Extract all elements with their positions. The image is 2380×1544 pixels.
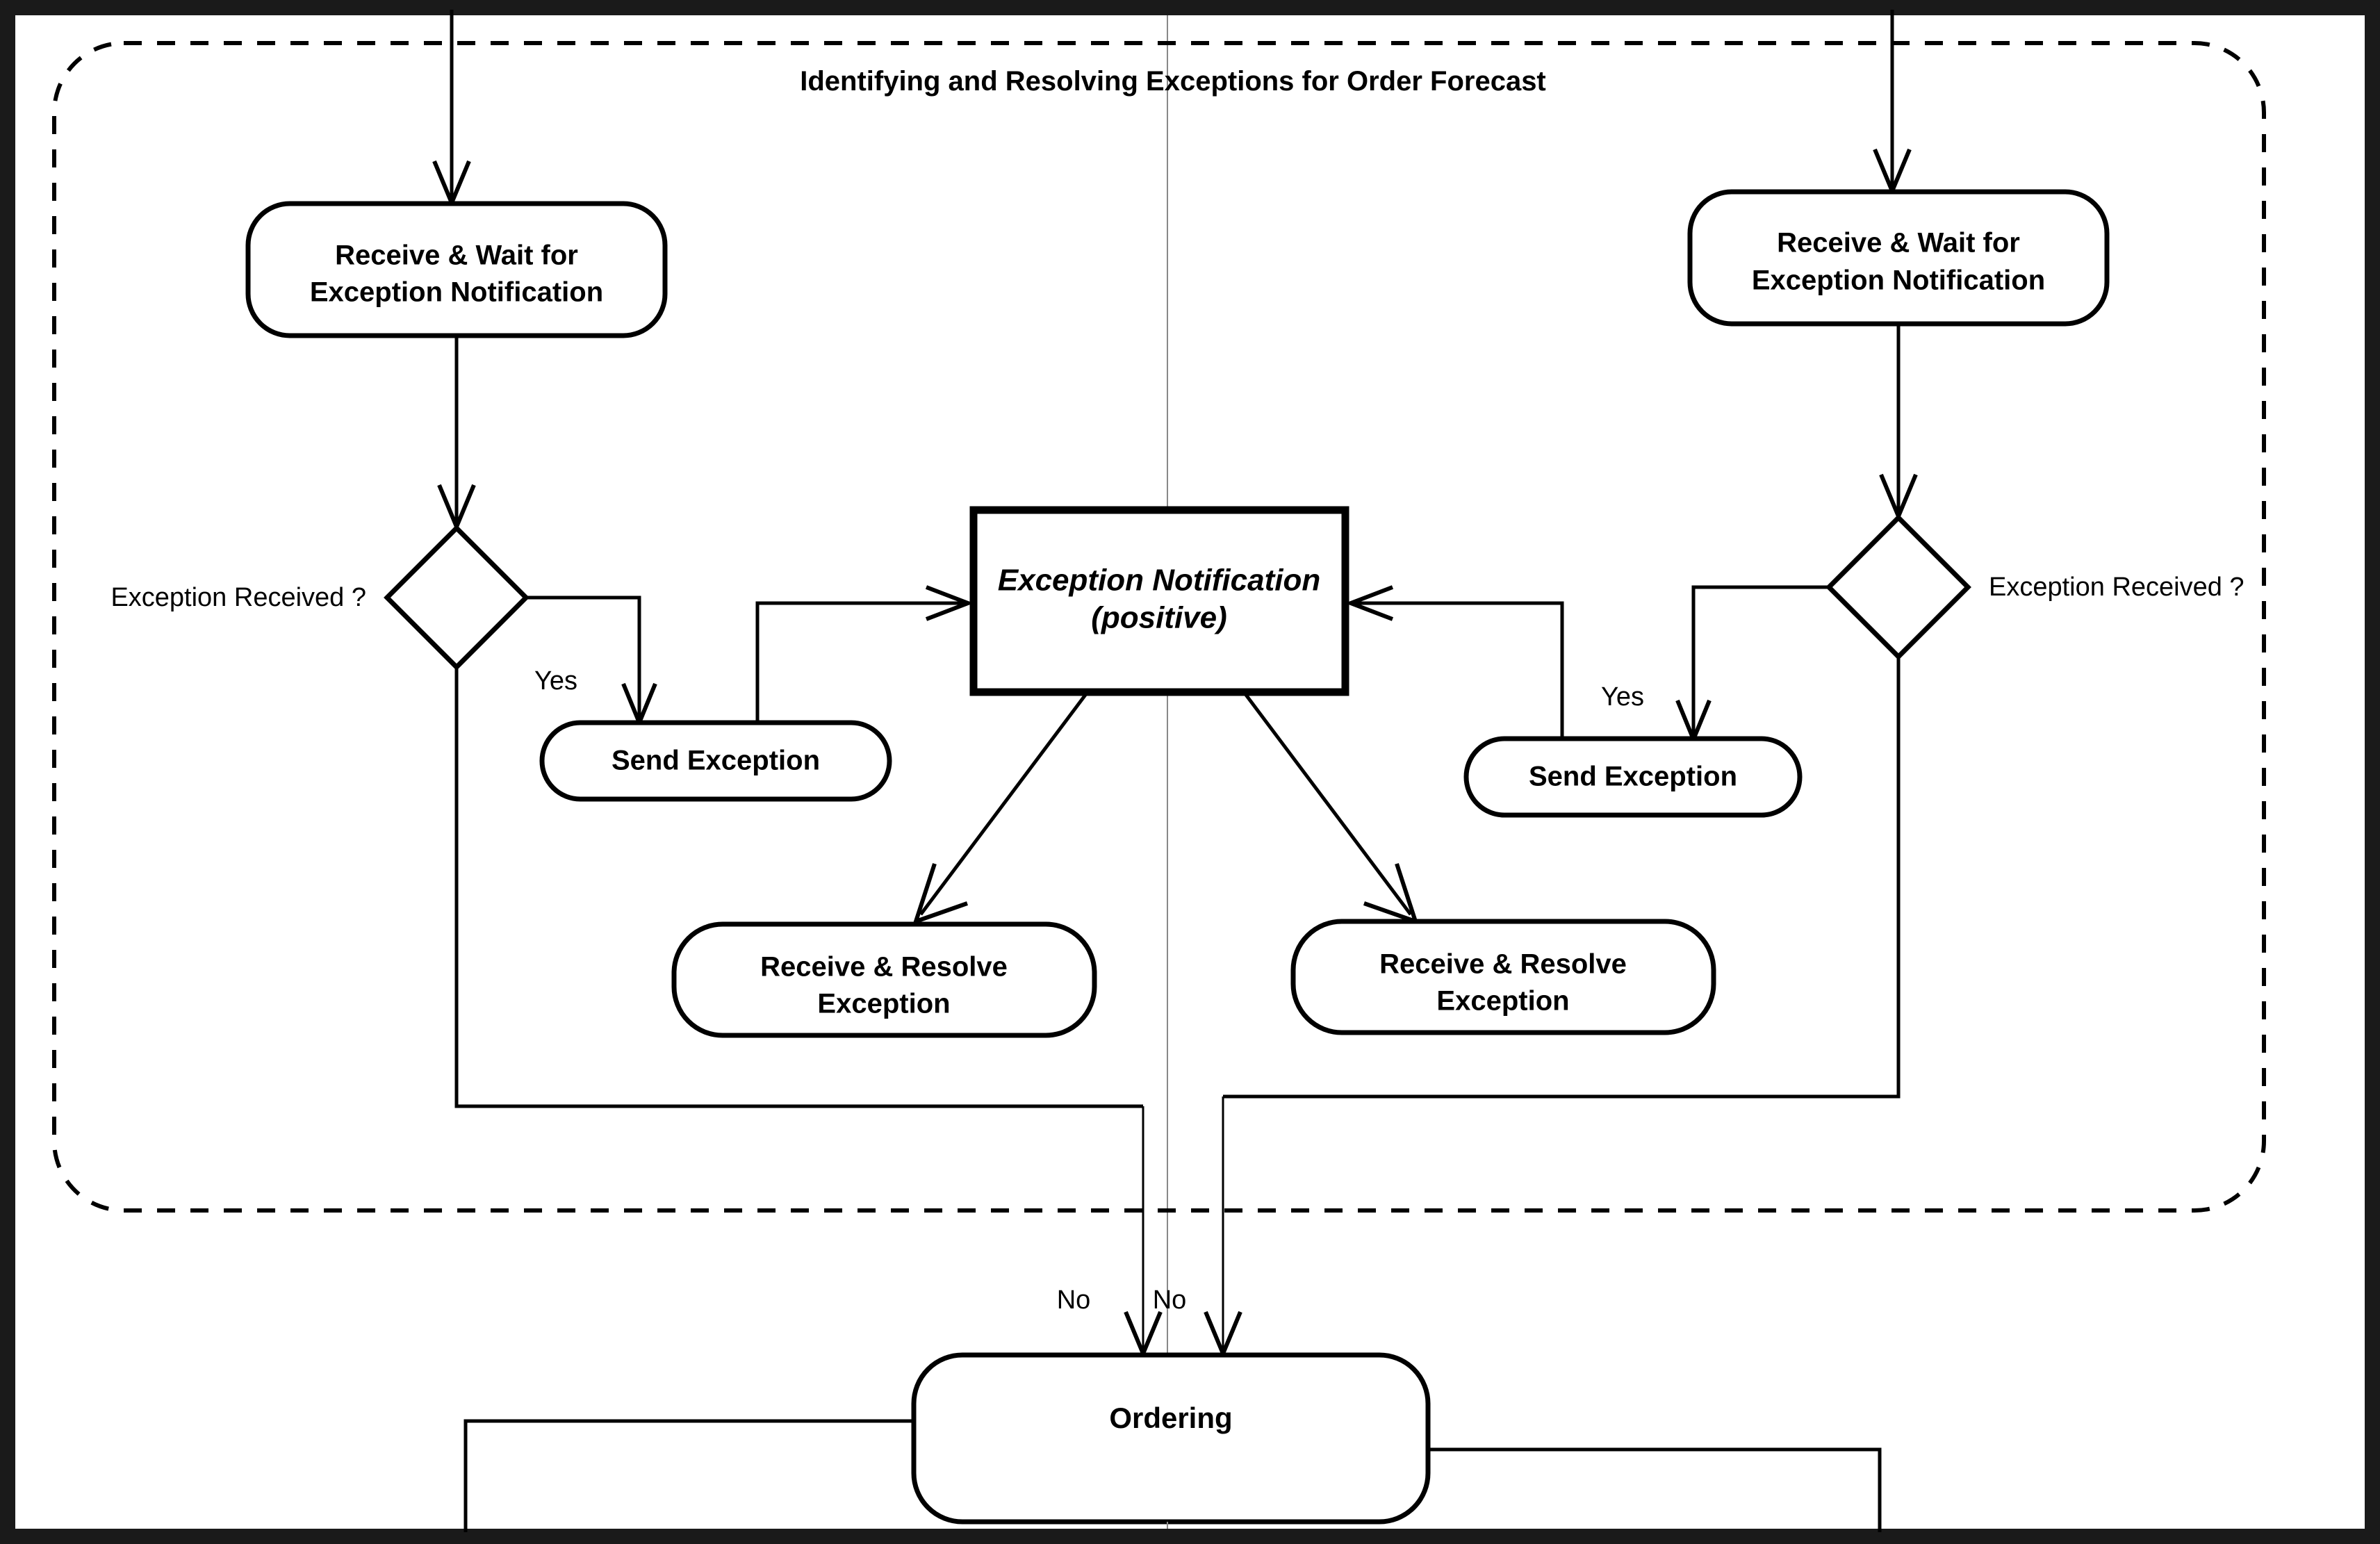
flow-right-yes xyxy=(1691,585,1829,734)
node-left-receive-resolve[interactable] xyxy=(671,921,1097,1038)
node-notification-object[interactable] xyxy=(969,506,1349,696)
flow-left-yes xyxy=(526,596,641,717)
flow-left-no-segment xyxy=(454,667,1143,1108)
node-left-decision[interactable] xyxy=(384,525,530,671)
frame-title: Identifying and Resolving Exceptions for… xyxy=(800,66,1546,97)
node-ordering-label: Ordering xyxy=(1109,1402,1232,1434)
flow-ordering-left-out xyxy=(463,1419,914,1532)
node-ordering[interactable] xyxy=(911,1352,1431,1525)
flow-notification-to-right-resolve xyxy=(1242,691,1412,916)
flow-left-send-to-notification xyxy=(755,601,962,723)
arrowhead-left-resolve xyxy=(912,863,968,925)
edge-label-right-yes: Yes xyxy=(1601,682,1644,712)
node-left-receive-wait-line1: Receive & Wait for xyxy=(335,240,578,271)
edge-label-left-yes: Yes xyxy=(534,666,577,696)
node-right-receive-wait-line1: Receive & Wait for xyxy=(1777,228,2020,258)
edge-label-right-no: No xyxy=(1153,1286,1187,1315)
node-right-send-exception-label: Send Exception xyxy=(1529,762,1737,792)
flow-ordering-right-out xyxy=(1428,1447,1882,1532)
node-left-receive-resolve-line1: Receive & Resolve xyxy=(760,952,1008,983)
node-right-decision[interactable] xyxy=(1825,514,1971,660)
node-notification-object-line2: (positive) xyxy=(1091,601,1227,635)
flow-notification-to-left-resolve xyxy=(919,691,1089,916)
node-right-receive-resolve[interactable] xyxy=(1290,919,1716,1035)
node-right-receive-wait-line2: Exception Notification xyxy=(1752,265,2045,296)
node-left-receive-resolve-line2: Exception xyxy=(817,989,950,1019)
flow-right-send-to-notification xyxy=(1356,601,1564,739)
node-right-receive-resolve-line2: Exception xyxy=(1436,986,1569,1017)
node-notification-object-line1: Exception Notification xyxy=(998,564,1320,598)
arrowhead-left-to-notification xyxy=(925,585,974,621)
arrowhead-right-to-notification xyxy=(1345,585,1394,621)
node-left-decision-label: Exception Received ? xyxy=(110,583,366,612)
flow-right-no-segment xyxy=(1223,657,1901,1099)
node-left-send-exception[interactable] xyxy=(539,720,892,802)
edge-label-left-no: No xyxy=(1057,1286,1091,1315)
node-right-receive-resolve-line1: Receive & Resolve xyxy=(1379,949,1627,980)
node-right-decision-label: Exception Received ? xyxy=(1989,573,2244,602)
node-left-receive-wait-line2: Exception Notification xyxy=(310,277,603,308)
node-left-send-exception-label: Send Exception xyxy=(612,746,820,776)
node-right-send-exception[interactable] xyxy=(1463,736,1803,818)
activity-frame-border xyxy=(52,41,2266,1213)
